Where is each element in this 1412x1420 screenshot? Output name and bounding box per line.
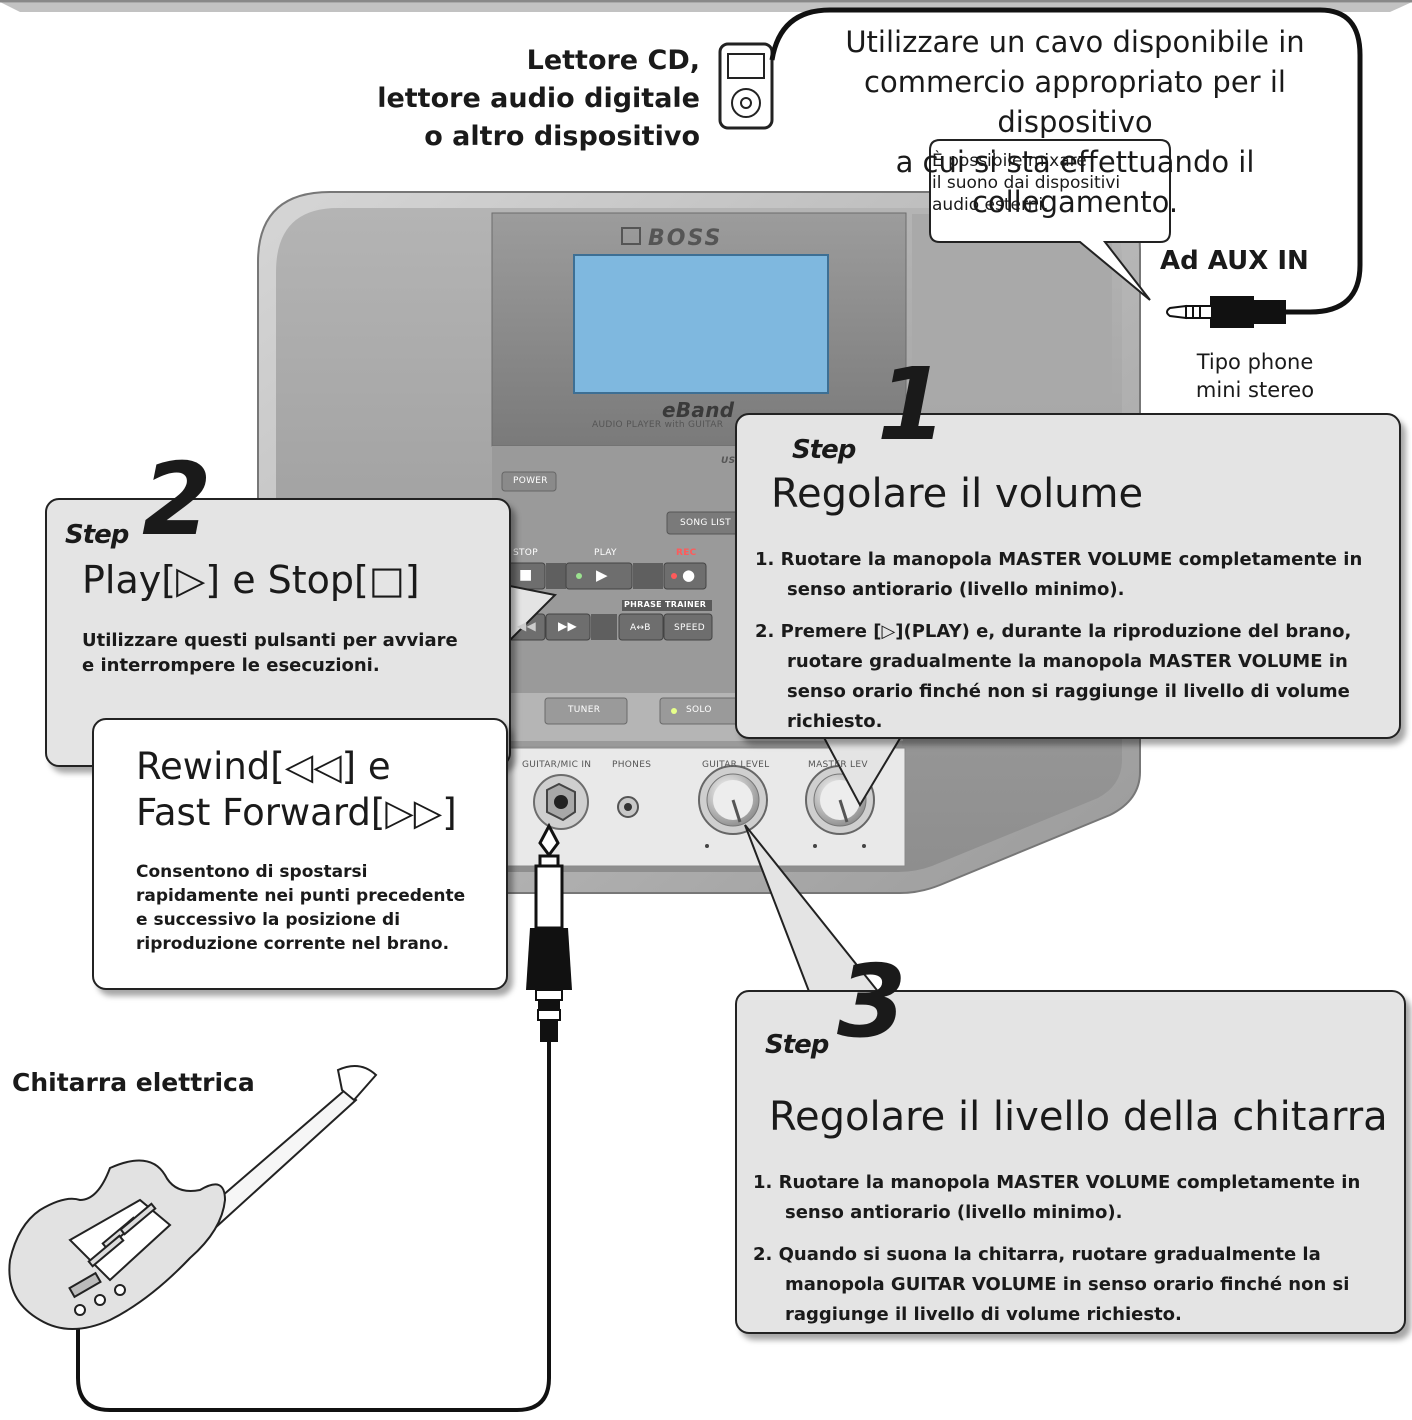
step2-number: 2 — [142, 441, 212, 558]
source-device-label: Lettore CD, lettore audio digitale o alt… — [377, 45, 700, 152]
eband-logo: eBand — [662, 398, 735, 422]
phones-label: PHONES — [612, 760, 652, 770]
step3-title: Regolare il livello della chitarra — [769, 1094, 1388, 1140]
ab-button[interactable]: A↔B — [630, 623, 651, 633]
step1-item: 1. Ruotare la manopola MASTER VOLUME com… — [755, 549, 1363, 600]
mini-plug-icon — [1166, 296, 1286, 328]
step1-number: 1 — [877, 346, 947, 463]
song-list-button[interactable]: SONG LIST — [680, 518, 731, 528]
mix-note-bubble — [929, 139, 1171, 301]
electric-guitar-icon — [8, 1065, 378, 1330]
rewind-ff-title: Rewind[◁◁] e Fast Forward[▷▷] — [136, 745, 457, 834]
play-label: PLAY — [594, 548, 617, 558]
cable-note: Utilizzare un cavo disponibile in commer… — [845, 25, 1305, 219]
tuner-button[interactable]: TUNER — [568, 705, 601, 715]
guitar-label: Chitarra elettrica — [12, 1068, 255, 1097]
aux-cable — [769, 7, 1363, 315]
step2-step-word: Step — [65, 520, 129, 550]
step1-item: 2. Premere [▷](PLAY) e, durante la ripro… — [755, 621, 1352, 732]
speed-button[interactable]: SPEED — [674, 623, 705, 633]
stop-label: STOP — [513, 548, 538, 558]
step1-list: 1. Ruotare la manopola MASTER VOLUME com… — [755, 545, 1385, 749]
step3-box: Step 3 Regolare il livello della chitarr… — [735, 952, 1406, 1334]
step3-item: 2. Quando si suona la chitarra, ruotare … — [753, 1244, 1350, 1325]
rec-button[interactable]: ● — [682, 566, 696, 584]
step2-text: Utilizzare questi pulsanti per avviare e… — [82, 630, 458, 676]
audio-player-icon — [718, 42, 774, 130]
plug-type-label: Tipo phone mini stereo — [1195, 350, 1315, 402]
aux-in-label: Ad AUX IN — [1160, 246, 1309, 276]
stop-button[interactable]: ■ — [519, 567, 533, 583]
power-button-shape — [501, 471, 557, 492]
rec-label: REC — [676, 548, 697, 558]
step2-title: Play[▷] e Stop[□] — [82, 558, 420, 602]
guitar-cable — [76, 822, 572, 1412]
phrase-trainer-label: PHRASE TRAINER — [624, 600, 707, 609]
boss-logo: BOSS — [648, 226, 723, 251]
rewind-ff-box: Rewind[◁◁] e Fast Forward[▷▷] Consentono… — [92, 718, 508, 990]
step3-list: 1. Ruotare la manopola MASTER VOLUME com… — [753, 1168, 1393, 1342]
rewind-ff-text: Consentono di spostarsi rapidamente nei … — [136, 862, 466, 954]
step3-number: 3 — [837, 943, 907, 1060]
step2-pointer — [504, 584, 558, 646]
play-button[interactable]: ▶ — [596, 566, 608, 584]
lcd-screen — [573, 254, 829, 394]
step3-item: 1. Ruotare la manopola MASTER VOLUME com… — [753, 1172, 1361, 1223]
guitar-level-label: GUITAR LEVEL — [702, 760, 770, 770]
step3-step-word: Step — [765, 1030, 829, 1060]
usb-label: US — [721, 456, 736, 466]
rewind-button[interactable]: ◀◀ — [517, 619, 537, 633]
eband-subtitle: AUDIO PLAYER with GUITAR — [592, 420, 724, 430]
solo-button[interactable]: SOLO — [686, 705, 712, 715]
step1-step-word: Step — [792, 435, 856, 465]
fast-forward-button[interactable]: ▶▶ — [558, 619, 578, 633]
mix-note-text: È possibile mixare il suono dai disposit… — [932, 151, 1121, 215]
guitar-level-knob-shape — [698, 765, 768, 848]
step1-title: Regolare il volume — [771, 471, 1144, 517]
power-button[interactable]: POWER — [513, 476, 548, 486]
guitar-mic-in-label: GUITAR/MIC IN — [522, 760, 592, 770]
master-level-label: MASTER LEV — [808, 760, 868, 770]
step1-box: Step 1 Regolare il volume 1. Ruotare la … — [735, 355, 1401, 739]
